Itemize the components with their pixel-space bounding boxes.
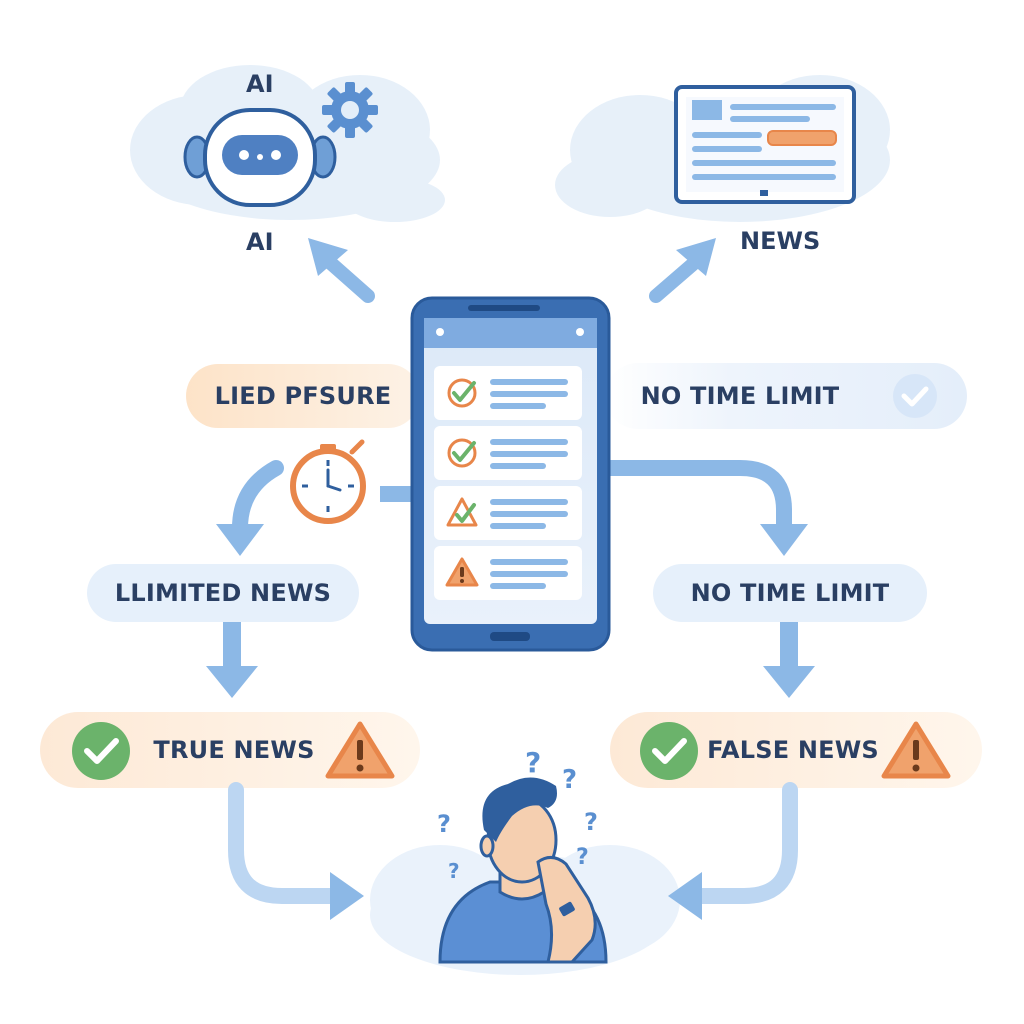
left-condition-pill-bg [186, 364, 420, 428]
phone-list-item [434, 486, 582, 540]
ai-node-caption: AI [246, 228, 274, 256]
confused-person-icon [438, 777, 608, 964]
check-icon [447, 438, 477, 468]
false-news-check-icon [640, 722, 698, 780]
phone-list-item [434, 426, 582, 480]
right-branch-label: NO TIME LIMIT [690, 579, 890, 607]
warning-check-icon [446, 497, 478, 527]
stopwatch-icon [290, 439, 366, 524]
phone-list-item [434, 366, 582, 420]
right-outcome-to-person-curve [692, 782, 798, 904]
left-branch-curve-head [216, 524, 264, 556]
true-news-warning-icon [325, 721, 395, 779]
left-condition-pill: LIED PFSURE [186, 364, 420, 428]
left-outcome-to-person-head [330, 872, 364, 920]
question-marks: ? ? ? ? ? ? [437, 746, 598, 883]
question-mark-3: ? [584, 808, 598, 836]
right-branch-pill-bg [653, 564, 927, 622]
gear-icon [322, 82, 378, 138]
phone-item-list [434, 366, 582, 600]
right-condition-label: NO TIME LIMIT [640, 382, 840, 410]
right-outcome-to-person-head [668, 872, 702, 920]
left-outcome-to-person-curve [228, 782, 340, 904]
question-mark-5: ? [437, 810, 451, 838]
left-down-arrow-head [206, 666, 258, 698]
robot-icon [183, 108, 337, 207]
question-mark-6: ? [448, 859, 460, 883]
false-news-label: FALSE NEWS [707, 736, 879, 764]
left-branch-pill: LLIMITED NEWS [87, 564, 359, 622]
warning-icon [445, 557, 479, 587]
left-branch-pill-bg [87, 564, 359, 622]
arrow-to-news-head [676, 238, 716, 276]
right-down-arrow-head [763, 666, 815, 698]
news-node-caption: NEWS [740, 227, 821, 255]
left-condition-label: LIED PFSURE [214, 382, 392, 410]
false-news-pill: FALSE NEWS [704, 712, 882, 788]
left-down-arrow-shaft [223, 622, 241, 670]
question-mark-2: ? [562, 765, 577, 795]
right-condition-pill: NO TIME LIMIT [615, 363, 865, 429]
true-news-check-icon [72, 722, 130, 780]
right-condition-pill-bg [605, 363, 967, 429]
right-branch-curve-head [760, 524, 808, 556]
check-icon [447, 378, 477, 408]
ai-node-title: AI [246, 70, 274, 98]
connector-left-to-phone [380, 486, 416, 502]
question-mark-1: ? [525, 746, 541, 779]
news-screen-icon [674, 85, 856, 204]
question-mark-4: ? [576, 845, 589, 870]
arrow-to-ai-head [308, 238, 348, 276]
right-branch-curve [598, 460, 792, 534]
left-branch-label: LLIMITED NEWS [114, 579, 332, 607]
phone-list-item [434, 546, 582, 600]
right-branch-pill: NO TIME LIMIT [653, 564, 927, 622]
true-news-label: TRUE NEWS [153, 736, 315, 764]
right-condition-check-icon [893, 374, 937, 418]
true-news-pill: TRUE NEWS [140, 712, 328, 788]
left-branch-curve [232, 460, 284, 536]
arrow-to-ai [318, 251, 375, 303]
left-outcome-pill-bg [40, 712, 420, 788]
right-down-arrow-shaft [780, 622, 798, 670]
false-news-warning-icon [881, 721, 951, 779]
